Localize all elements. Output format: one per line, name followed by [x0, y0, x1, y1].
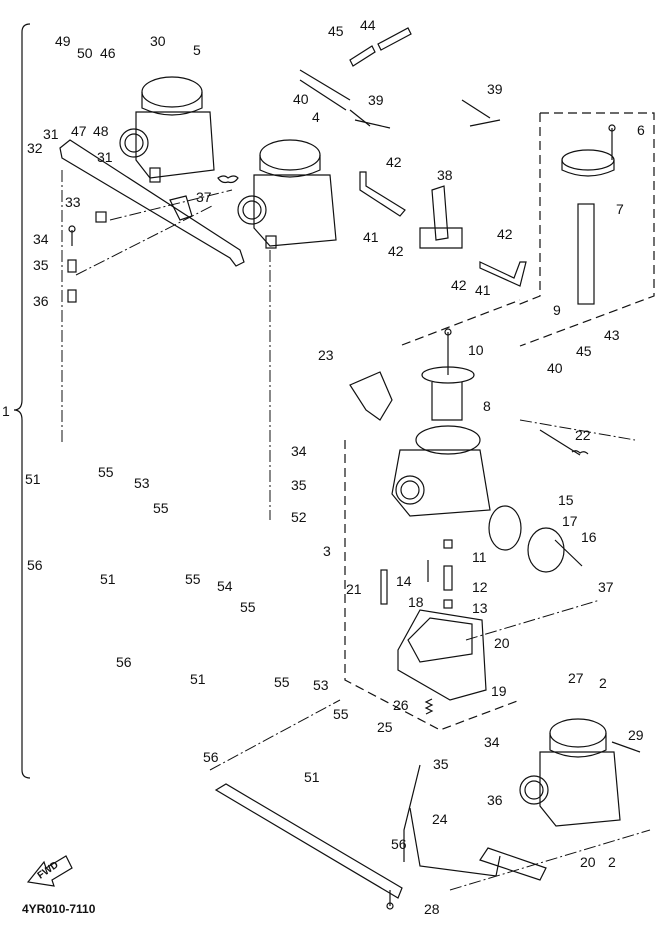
callout-14: 14	[396, 573, 412, 589]
callout-55: 55	[153, 500, 169, 516]
callout-34: 34	[33, 231, 49, 247]
callout-45: 45	[576, 343, 592, 359]
callout-31: 31	[97, 149, 113, 165]
callout-56: 56	[116, 654, 132, 670]
linkage-plate-upper	[59, 139, 245, 267]
callout-42: 42	[451, 277, 467, 293]
callout-51: 51	[100, 571, 116, 587]
spring-37-upper	[217, 175, 239, 184]
callout-42: 42	[388, 243, 404, 259]
callout-40: 40	[293, 91, 309, 107]
callout-20: 20	[494, 635, 510, 651]
callout-51: 51	[190, 671, 206, 687]
callout-9: 9	[553, 302, 561, 318]
callout-23: 23	[318, 347, 334, 363]
callout-56: 56	[203, 749, 219, 765]
callout-33: 33	[65, 194, 81, 210]
group-label-1: 1	[2, 403, 10, 419]
callout-37: 37	[598, 579, 614, 595]
callout-52: 52	[291, 509, 307, 525]
callout-13: 13	[472, 600, 488, 616]
callout-46: 46	[100, 45, 116, 61]
callout-5: 5	[193, 42, 201, 58]
callout-53: 53	[313, 677, 329, 693]
callout-42: 42	[497, 226, 513, 242]
linkage-plate-lower	[214, 783, 403, 899]
carburetor-2	[519, 718, 641, 827]
callout-15: 15	[558, 492, 574, 508]
carburetor-3-main	[391, 328, 491, 517]
callout-20: 20	[580, 854, 596, 870]
carburetor-5	[119, 76, 215, 183]
carburetor-4	[237, 139, 337, 249]
callout-56: 56	[27, 557, 43, 573]
callout-31: 31	[43, 126, 59, 142]
callout-49: 49	[55, 33, 71, 49]
callout-55: 55	[333, 706, 349, 722]
callout-4: 4	[312, 109, 320, 125]
callout-34: 34	[484, 734, 500, 750]
callout-39: 39	[487, 81, 503, 97]
callout-44: 44	[360, 17, 376, 33]
callout-3: 3	[323, 543, 331, 559]
callout-56: 56	[391, 836, 407, 852]
float-bowl-18	[397, 609, 487, 701]
callout-54: 54	[217, 578, 233, 594]
callout-25: 25	[377, 719, 393, 735]
callout-51: 51	[304, 769, 320, 785]
callout-41: 41	[363, 229, 379, 245]
callout-42: 42	[386, 154, 402, 170]
callout-38: 38	[437, 167, 453, 183]
callout-6: 6	[637, 122, 645, 138]
callout-35: 35	[33, 257, 49, 273]
callout-41: 41	[475, 282, 491, 298]
callout-55: 55	[185, 571, 201, 587]
callout-35: 35	[291, 477, 307, 493]
callout-55: 55	[98, 464, 114, 480]
callout-22: 22	[575, 427, 591, 443]
callout-39: 39	[368, 92, 384, 108]
callout-30: 30	[150, 33, 166, 49]
callout-51: 51	[25, 471, 41, 487]
callout-50: 50	[77, 45, 93, 61]
callout-37: 37	[196, 189, 212, 205]
callout-21: 21	[346, 581, 362, 597]
callout-8: 8	[483, 398, 491, 414]
callout-55: 55	[240, 599, 256, 615]
callout-11: 11	[472, 549, 487, 565]
callout-18: 18	[408, 594, 424, 610]
callout-10: 10	[468, 342, 484, 358]
callout-24: 24	[432, 811, 448, 827]
callout-45: 45	[328, 23, 344, 39]
part-33	[95, 211, 107, 223]
left-screw-stack	[67, 225, 77, 303]
callout-36: 36	[487, 792, 503, 808]
callout-27: 27	[568, 670, 584, 686]
callout-12: 12	[472, 579, 488, 595]
callout-2: 2	[599, 675, 607, 691]
callout-36: 36	[33, 293, 49, 309]
sub-bracket-label-2: 2	[608, 854, 616, 870]
callout-17: 17	[562, 513, 578, 529]
callout-55: 55	[274, 674, 290, 690]
callout-47: 47	[71, 123, 87, 139]
callout-29: 29	[628, 727, 644, 743]
fwd-arrow-icon	[26, 855, 73, 887]
callout-26: 26	[393, 697, 409, 713]
callout-35: 35	[433, 756, 449, 772]
callout-40: 40	[547, 360, 563, 376]
callout-19: 19	[491, 683, 507, 699]
callout-48: 48	[93, 123, 109, 139]
callout-43: 43	[604, 327, 620, 343]
callout-28: 28	[424, 901, 440, 917]
callout-7: 7	[616, 201, 624, 217]
callout-16: 16	[581, 529, 597, 545]
diagram-code: 4YR010-7110	[22, 902, 96, 916]
callout-53: 53	[134, 475, 150, 491]
callout-32: 32	[27, 140, 43, 156]
group-bracket	[13, 23, 31, 779]
callout-34: 34	[291, 443, 307, 459]
